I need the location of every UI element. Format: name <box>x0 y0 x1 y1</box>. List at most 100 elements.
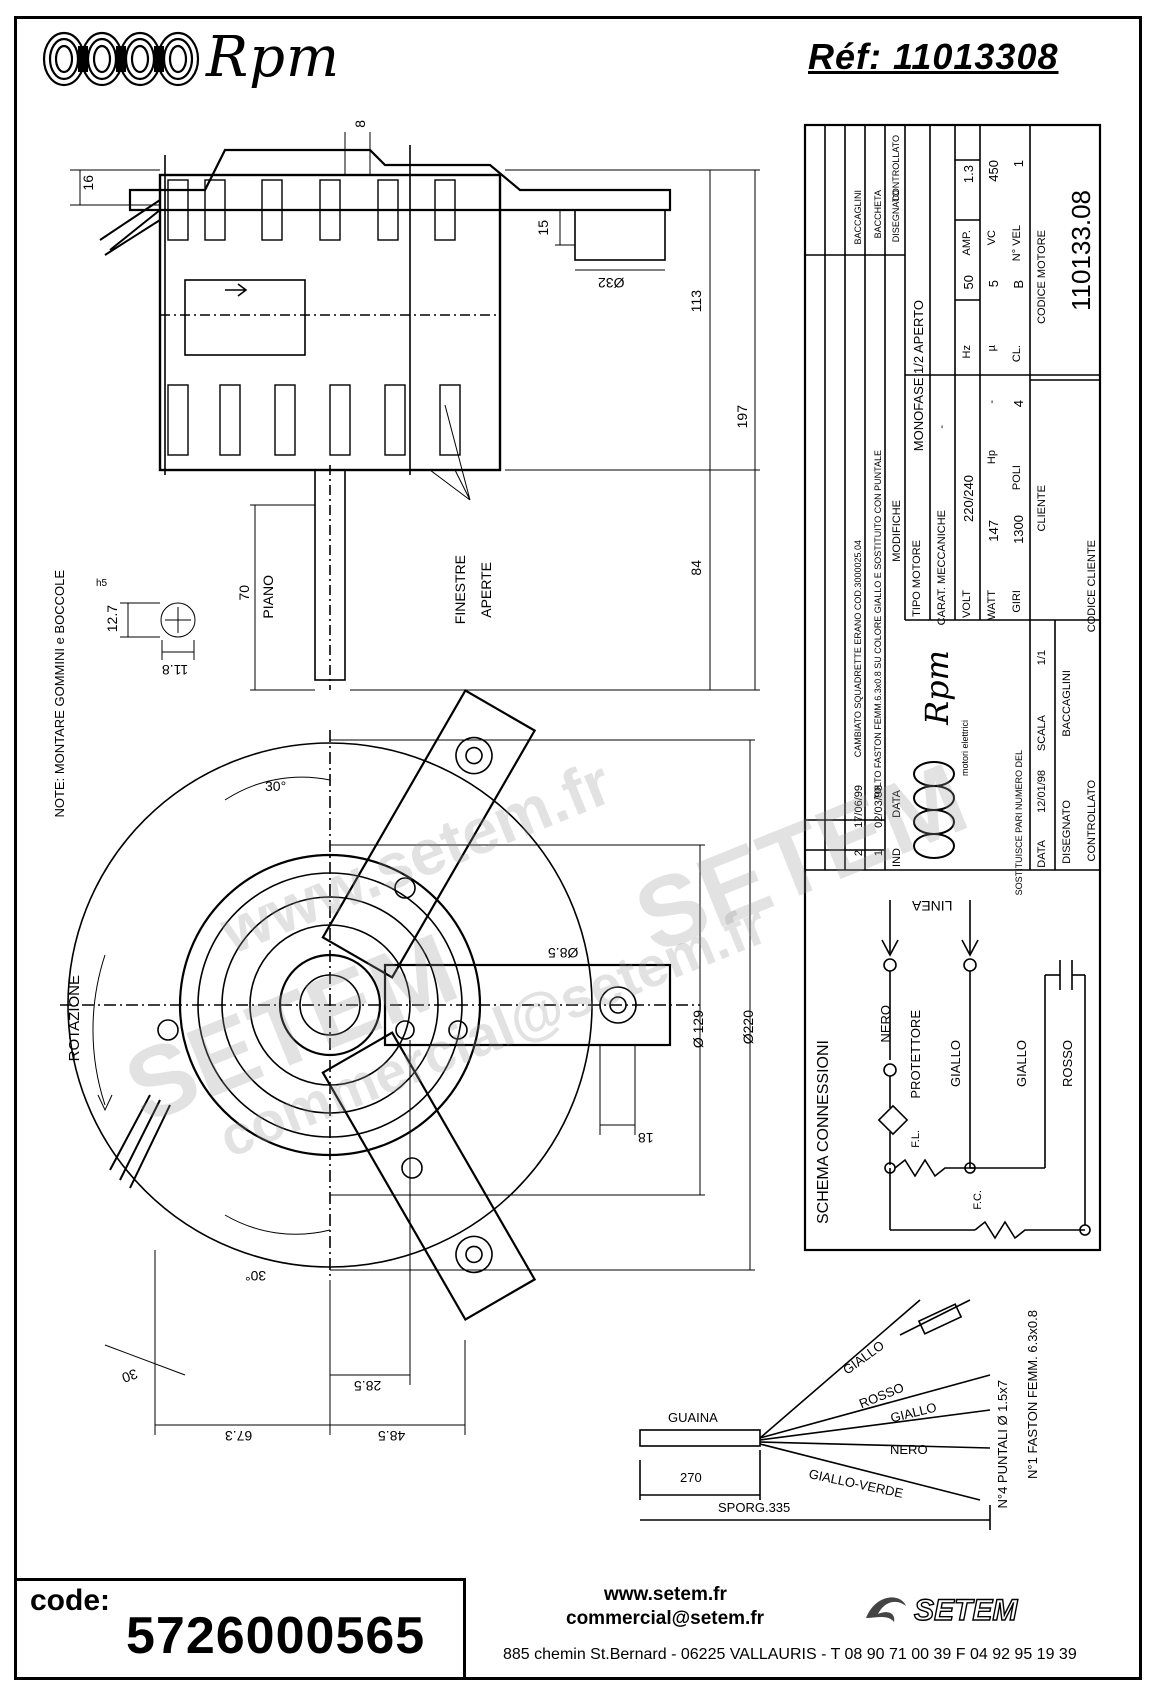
footer-website[interactable]: www.setem.fr <box>604 1584 727 1605</box>
dim-angle-bottom: 30° <box>245 1268 267 1284</box>
label-aperte: APERTE <box>478 562 494 618</box>
codice-cliente-label: CODICE CLIENTE <box>1086 540 1098 633</box>
title-logo-sub: motori elettrici <box>960 720 970 777</box>
codice-motore-label: CODICE MOTORE <box>1036 230 1048 324</box>
code-box <box>14 1578 466 1680</box>
footer-email[interactable]: commercial@setem.fr <box>566 1608 765 1629</box>
controllato-top: CONTROLLATO <box>891 135 901 202</box>
footer-address: 885 chemin St.Bernard - 06225 VALLAURIS … <box>503 1646 1077 1663</box>
dim-15: 15 <box>535 220 551 236</box>
dim-11-8: 11.8 <box>162 662 189 678</box>
dim-113: 113 <box>688 290 704 313</box>
title-block <box>803 123 1102 1252</box>
wire-nero: NERO <box>890 1442 928 1457</box>
title-logo-name: Rpm <box>918 650 956 725</box>
nvel-label: N° VEL <box>1011 225 1023 262</box>
data-label: DATA <box>1036 840 1048 868</box>
giri-label: GIRI <box>1011 590 1023 613</box>
schema-giallo-1: GIALLO <box>948 1040 963 1087</box>
title-logo-coils <box>913 761 955 859</box>
mod-2: CAMBIATO SQUADRETTE ERANO COD.3000025.04 <box>853 540 863 758</box>
watt-label: WATT <box>986 590 998 620</box>
dim-32: Ø32 <box>598 275 625 291</box>
baccheta-top: BACCHETA <box>873 190 883 239</box>
modifiche-label: MODIFICHE <box>891 500 903 562</box>
dim-8-5: Ø8.5 <box>548 945 579 961</box>
controllato-label: CONTROLLATO <box>1086 780 1098 862</box>
schema-fc: F.C. <box>972 1190 984 1210</box>
code-number: 5726000565 <box>126 1607 426 1665</box>
connection-schema <box>877 900 1091 1240</box>
hp-label: Hp <box>986 450 998 465</box>
sostituisce-label: SOSTITUISCE PARI NUMERO DEL <box>1014 750 1024 896</box>
motor-front-view <box>60 689 700 1321</box>
dim-angle-top: 30° <box>265 778 287 794</box>
dim-8: 8 <box>352 120 368 128</box>
volt: 220/240 <box>961 475 976 522</box>
schema-protettore: PROTETTORE <box>908 1010 923 1099</box>
wiring-harness <box>639 1299 991 1530</box>
schema-linea: LINEA <box>912 898 953 914</box>
poli: 4 <box>1011 400 1026 408</box>
schema-giallo-2: GIALLO <box>1014 1040 1029 1087</box>
disegnato-by: BACCAGLINI <box>1061 670 1073 737</box>
note-text: NOTE: MONTARE GOMMINI e BOCCOLE <box>52 570 67 818</box>
wire-guaina: GUAINA <box>668 1410 718 1425</box>
watt: 147 <box>986 520 1001 542</box>
codice-motore: 110133.08 <box>1066 190 1096 311</box>
setem-logo: SETEM <box>866 1593 1019 1628</box>
wire-puntali: N°4 PUNTALI Ø 1.5x7 <box>995 1380 1010 1509</box>
label-finestre: FINESTRE <box>452 555 468 625</box>
brand-name: Rpm <box>206 25 341 90</box>
vc-label: VC <box>986 230 998 246</box>
label-rotazione: ROTAZIONE <box>66 975 83 1062</box>
carat-label: CARAT. MECCANICHE <box>936 510 948 626</box>
code-label: code: <box>30 1584 111 1617</box>
drawing-frame <box>14 16 1142 1680</box>
dim-48-5: 48.5 <box>378 1428 406 1444</box>
scala-value: 1/1 <box>1036 650 1048 666</box>
dim-197: 197 <box>734 405 750 429</box>
volt-label: VOLT <box>961 590 973 618</box>
disegnato-label: DISEGNATO <box>1061 800 1073 864</box>
cl: B <box>1011 280 1026 289</box>
reference-number: Réf: 11013308 <box>808 36 1059 77</box>
wire-sporg: SPORG.335 <box>718 1500 791 1515</box>
dim-piano: PIANO <box>260 575 276 619</box>
schema-rosso: ROSSO <box>1060 1040 1075 1087</box>
dim-18: 18 <box>638 1130 654 1146</box>
dim-shaft-tol: h5 <box>96 578 108 589</box>
giri: 1300 <box>1011 515 1026 544</box>
mf-label: µ <box>986 345 998 352</box>
setem-logo-text: SETEM <box>914 1594 1018 1627</box>
dim-84: 84 <box>688 560 704 576</box>
carat-value: - <box>936 425 948 429</box>
dim-28-5: 28.5 <box>354 1378 382 1394</box>
rpm-logo-coils <box>42 31 200 87</box>
mod-1: TOLTO FASTON FEMM.6.3x0.8 SU COLORE GIAL… <box>873 450 883 800</box>
tipo-motore-label: TIPO MOTORE <box>911 540 923 617</box>
side-dimensions <box>70 132 760 691</box>
motor-side-view <box>99 145 672 690</box>
dim-16: 16 <box>80 175 96 191</box>
schema-title: SCHEMA CONNESSIONI <box>815 1040 832 1225</box>
schema-fl: F.L. <box>910 1130 922 1148</box>
tipo-motore: MONOFASE 1/2 APERTO <box>911 300 926 452</box>
poli-label: POLI <box>1011 465 1023 491</box>
nvel: 1 <box>1011 160 1026 168</box>
dim-129: Ø 129 <box>690 1010 706 1049</box>
front-dimensions <box>92 739 755 1435</box>
cl-label: CL. <box>1011 345 1023 363</box>
wire-faston: N°1 FASTON FEMM. 6.3x0.8 <box>1025 1310 1040 1479</box>
dim-67-3: 67.3 <box>225 1428 253 1444</box>
hp: - <box>986 400 998 404</box>
cliente-label: CLIENTE <box>1036 485 1048 532</box>
mf: 5 <box>986 280 1001 288</box>
hz-label: Hz <box>961 345 973 359</box>
scala-label: SCALA <box>1036 715 1048 752</box>
schema-nero: NERO <box>878 1005 893 1043</box>
amp-label: AMP. <box>961 230 973 256</box>
wire-270: 270 <box>680 1470 702 1485</box>
data-value: 12/01/98 <box>1036 770 1048 813</box>
